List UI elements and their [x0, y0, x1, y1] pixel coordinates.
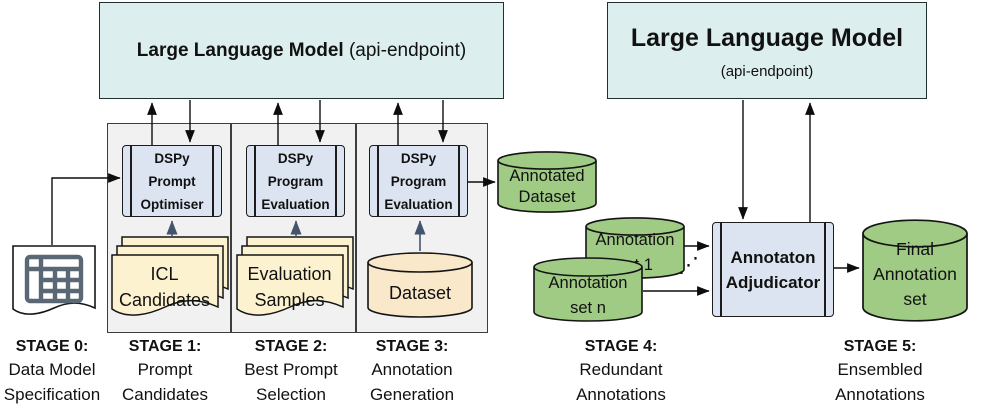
llm-left-label: Large Language Model (api-endpoint) [137, 40, 466, 62]
ellipsis-dots: ⋰ [678, 253, 699, 277]
annotated-dataset-label: Annotated Dataset [509, 167, 585, 206]
stage-4-caption: STAGE 4: Redundant Annotations [541, 336, 701, 407]
stage-2-desc: Best Prompt Selection [244, 360, 338, 404]
stage-3-desc: Annotation Generation [369, 360, 455, 404]
stage-5-title: STAGE 5: [843, 338, 917, 355]
stage-1-title: STAGE 1: [128, 338, 202, 355]
stage-0-caption: STAGE 0: Data Model Specification [0, 336, 132, 407]
llm-left-title: Large Language Model [136, 39, 344, 61]
final-annotation-set-label: Final Annotation set [873, 238, 957, 309]
evaluation-samples-docs: Evaluation Samples [236, 236, 358, 324]
stage-5-desc: Ensembled Annotations [835, 360, 925, 404]
annotated-dataset-cylinder: Annotated Dataset [497, 151, 597, 213]
stage-1-caption: STAGE 1: Prompt Candidates [85, 336, 245, 407]
dspy-prompt-optimiser-box: DSPy Prompt Optimiser [122, 145, 222, 217]
dspy-program-evaluation-label-2: DSPy Program Evaluation [384, 150, 453, 212]
stage-4-title: STAGE 4: [584, 338, 658, 355]
llm-right-subtitle: (api-endpoint) [720, 62, 814, 80]
stage-0-title: STAGE 0: [15, 338, 89, 355]
annotation-adjudicator-label: Annotaton Adjudicator [725, 247, 821, 292]
stage-3-caption: STAGE 3: Annotation Generation [332, 336, 492, 407]
final-annotation-set-cylinder: Final Annotation set [862, 219, 968, 322]
stage-2-title: STAGE 2: [254, 338, 328, 355]
dspy-program-evaluation-box-2: DSPy Program Evaluation [369, 145, 468, 217]
database-icon [367, 252, 473, 318]
llm-right-box: Large Language Model (api-endpoint) [607, 2, 927, 99]
stage-4-desc: Redundant Annotations [576, 360, 666, 404]
document-stack-icon [236, 236, 354, 316]
dataset-cylinder: Dataset [367, 252, 473, 318]
icl-candidates-docs: ICL Candidates [111, 236, 233, 324]
llm-right-title: Large Language Model [630, 23, 904, 52]
annotation-set-n-label: Annotation set n [548, 274, 628, 317]
annotation-adjudicator-box: Annotaton Adjudicator [712, 222, 834, 317]
dspy-program-evaluation-label-1: DSPy Program Evaluation [261, 150, 330, 212]
stage-0-desc: Data Model Specification [3, 360, 101, 404]
llm-left-box: Large Language Model (api-endpoint) [99, 2, 504, 99]
stage-3-title: STAGE 3: [375, 338, 449, 355]
database-icon [497, 151, 597, 213]
annotation-set-n-cylinder: Annotation set n [533, 257, 643, 322]
database-icon [533, 257, 643, 322]
dataset-label: Dataset [388, 283, 452, 303]
data-model-document [12, 245, 96, 325]
spreadsheet-document-icon [12, 245, 96, 315]
dspy-prompt-optimiser-label: DSPy Prompt Optimiser [140, 150, 204, 212]
stage-5-caption: STAGE 5: Ensembled Annotations [800, 336, 960, 407]
stage-2-caption: STAGE 2: Best Prompt Selection [211, 336, 371, 407]
evaluation-samples-label: Evaluation Samples [247, 264, 332, 310]
document-stack-icon [111, 236, 229, 316]
dspy-program-evaluation-box-1: DSPy Program Evaluation [246, 145, 345, 217]
icl-candidates-label: ICL Candidates [118, 264, 211, 310]
stage-1-desc: Prompt Candidates [121, 360, 208, 404]
database-icon [862, 219, 968, 322]
llm-left-subtitle: (api-endpoint) [343, 39, 467, 61]
